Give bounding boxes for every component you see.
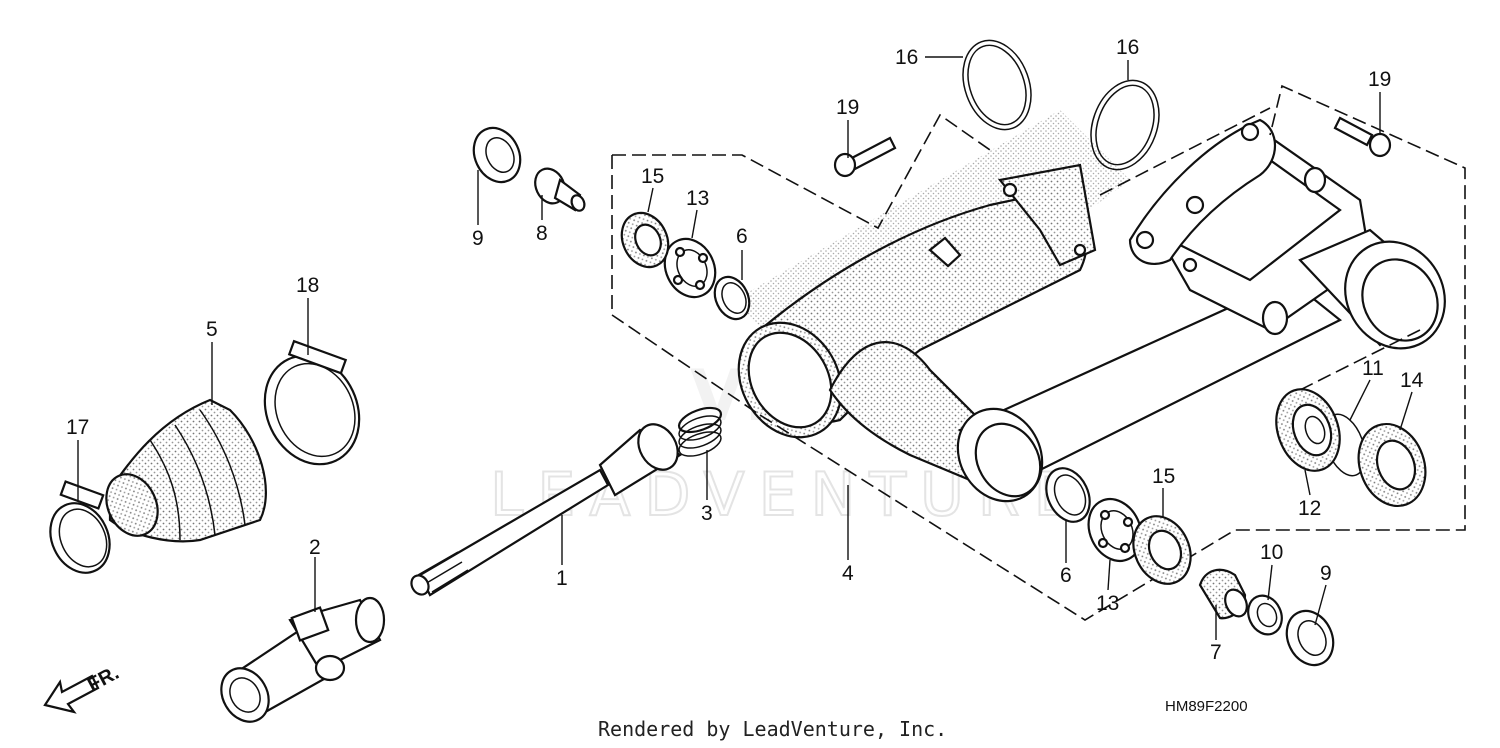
- callout-19-right: 19: [1368, 68, 1391, 91]
- credit-line: Rendered by LeadVenture, Inc.: [598, 717, 947, 741]
- callout-11: 11: [1362, 357, 1384, 380]
- callout-5: 5: [206, 318, 218, 341]
- callout-19-left: 19: [836, 96, 859, 119]
- part-18-clamp: [263, 339, 361, 466]
- part-13-bearing-upper: [663, 237, 717, 299]
- callout-13-upper: 13: [686, 187, 709, 210]
- part-1-drive-shaft: [410, 423, 683, 597]
- leader-lines: [77, 56, 1413, 640]
- callout-3: 3: [701, 502, 713, 525]
- callout-8: 8: [536, 222, 548, 245]
- part-8-bolt: [534, 167, 586, 212]
- front-arrow-icon: [43, 674, 100, 714]
- part-3-spring: [677, 406, 723, 457]
- part-12-bearing: [1275, 388, 1341, 472]
- callout-12: 12: [1298, 497, 1321, 520]
- callout-6-lower: 6: [1060, 564, 1072, 587]
- callout-16-left: 16: [895, 46, 918, 69]
- callout-1: 1: [556, 567, 568, 590]
- diagram-code: HM89F2200: [1165, 698, 1248, 715]
- part-19-bolt-right: [1333, 116, 1392, 158]
- part-6-seal-upper: [713, 275, 751, 321]
- callout-18: 18: [296, 274, 319, 297]
- swingarm: [737, 118, 1446, 503]
- callout-4: 4: [842, 562, 854, 585]
- part-9-nut-lower: [1285, 609, 1335, 667]
- part-14-seal: [1357, 422, 1427, 508]
- front-direction-indicator: FR.: [43, 662, 123, 714]
- part-9-nut-upper: [472, 126, 522, 184]
- callout-16-right: 16: [1116, 36, 1139, 59]
- callout-6-upper: 6: [736, 225, 748, 248]
- assembly-outline: [611, 84, 1466, 621]
- part-15-seal-upper: [620, 211, 670, 269]
- callout-9-upper: 9: [472, 227, 484, 250]
- callouts: 1 2 3 4 5 6 6 7 8 9 9 10 11 12 13 13 14 …: [66, 36, 1424, 664]
- part-15-seal-lower: [1132, 515, 1192, 585]
- callout-15-upper: 15: [641, 165, 664, 188]
- part-16-o-ring-left: [962, 39, 1032, 131]
- part-17-clamp: [49, 480, 111, 574]
- part-16-o-ring-right: [1090, 79, 1160, 171]
- callout-14: 14: [1400, 369, 1424, 392]
- part-10-washer: [1247, 594, 1283, 636]
- part-6-seal-lower: [1045, 467, 1091, 523]
- part-19-bolt-left: [833, 136, 897, 178]
- part-2-universal-joint: [220, 596, 386, 723]
- callout-9-lower: 9: [1320, 562, 1332, 585]
- part-13-bearing-lower: [1087, 498, 1143, 562]
- callout-2: 2: [309, 536, 321, 559]
- callout-15-lower: 15: [1152, 465, 1175, 488]
- part-7-boot: [1198, 568, 1248, 620]
- callout-7: 7: [1210, 641, 1222, 664]
- callout-10: 10: [1260, 541, 1283, 564]
- callout-13-lower: 13: [1096, 592, 1119, 615]
- part-5-boot: [105, 398, 267, 543]
- callout-17: 17: [66, 416, 89, 439]
